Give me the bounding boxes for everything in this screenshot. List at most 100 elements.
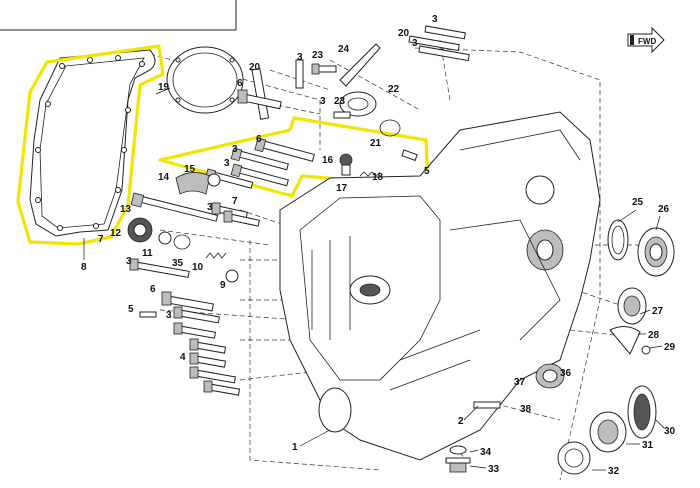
callout-3: 3	[320, 96, 326, 107]
callout-26: 26	[658, 204, 670, 215]
seal-25	[607, 219, 629, 261]
callout-23: 23	[334, 96, 346, 107]
spring-10	[205, 252, 227, 259]
fwd-arrow-icon: FWD	[627, 26, 665, 54]
callout-labels: 1 2 3 3 3 3 3 3 3 3 3 4 5 5 6 6 6 7 7 8 …	[81, 14, 676, 477]
callout-33: 33	[488, 464, 500, 475]
bolt-6-mid	[161, 291, 214, 312]
bracket-28	[609, 326, 641, 355]
bolt-3-row4	[173, 322, 217, 339]
callout-17: 17	[336, 183, 348, 194]
bolts-group	[204, 137, 418, 189]
callout-3: 3	[166, 310, 172, 321]
seal-part-12	[127, 217, 191, 250]
bearing-27	[617, 287, 647, 325]
callout-3: 3	[232, 144, 238, 155]
pin-5-upper	[401, 149, 418, 162]
callout-32: 32	[608, 466, 620, 477]
crankcase-part-1	[279, 111, 601, 461]
callout-3: 3	[126, 256, 132, 267]
lever-24	[339, 43, 381, 87]
bolt-7-row	[223, 210, 260, 227]
callout-29: 29	[664, 342, 676, 353]
fwd-label: FWD	[638, 37, 656, 46]
callout-9: 9	[220, 280, 226, 291]
callout-27: 27	[652, 306, 664, 317]
callout-20: 20	[398, 28, 410, 39]
ring-9	[225, 269, 239, 283]
callout-25: 25	[632, 197, 644, 208]
bolt-3-right	[424, 25, 466, 40]
callout-10: 10	[192, 262, 204, 273]
callout-13: 13	[120, 204, 132, 215]
callout-5: 5	[128, 304, 134, 315]
callout-3: 3	[432, 14, 438, 25]
callout-6: 6	[256, 134, 262, 145]
bolt-3-top	[295, 59, 304, 89]
spring-18	[359, 171, 381, 177]
bolt-20-left	[251, 68, 270, 120]
drain-plug-33	[445, 457, 471, 473]
right-bearings	[445, 219, 675, 475]
pin-2	[473, 401, 501, 409]
callout-5: 5	[424, 166, 430, 177]
title-frame	[0, 0, 237, 31]
callout-2: 2	[458, 416, 464, 427]
callout-30: 30	[664, 426, 676, 437]
bolt-29	[641, 345, 651, 355]
washer-34	[449, 445, 467, 455]
top-bolts	[237, 25, 470, 137]
bolt-3-upper-b	[230, 163, 289, 187]
callout-11: 11	[142, 248, 153, 259]
seal-32	[557, 441, 591, 475]
bolts-20-right	[408, 35, 470, 62]
callout-3: 3	[412, 38, 418, 49]
callout-34: 34	[480, 447, 492, 458]
bolt-3-upper-a	[230, 147, 289, 171]
bearing-36	[535, 363, 565, 389]
callout-35: 35	[172, 258, 184, 269]
callout-20: 20	[249, 62, 261, 73]
callout-36: 36	[560, 368, 572, 379]
leader-lines	[83, 87, 665, 471]
bearing-30	[627, 385, 657, 439]
bolt-3-row5	[189, 338, 227, 354]
bearing-31	[589, 411, 627, 453]
bolt-4-row	[189, 352, 227, 368]
callout-3: 3	[207, 202, 213, 213]
highlight-gasket	[16, 44, 165, 246]
bolt-3-row2	[129, 258, 190, 278]
bolt-3-row3	[173, 306, 220, 324]
callout-3: 3	[224, 158, 230, 169]
callout-19: 19	[158, 82, 170, 93]
bolt-6-upper	[254, 137, 315, 162]
cover-gasket-part-19	[166, 46, 244, 114]
callout-28: 28	[648, 330, 660, 341]
callout-15: 15	[184, 164, 196, 175]
callout-6: 6	[150, 284, 156, 295]
callout-37: 37	[514, 377, 526, 388]
stud-part-13	[130, 192, 219, 222]
callout-14: 14	[158, 172, 170, 183]
left-bolt-column	[129, 202, 260, 396]
callout-38: 38	[520, 404, 532, 415]
callout-3: 3	[297, 52, 303, 63]
callout-18: 18	[372, 172, 384, 183]
bolt-23-top	[311, 63, 337, 75]
plug-16	[339, 153, 353, 176]
callout-7: 7	[98, 234, 104, 245]
callout-6: 6	[237, 78, 243, 89]
bolt-3-row7	[203, 380, 241, 396]
pin-5-mid	[139, 311, 157, 318]
housing-22	[339, 91, 377, 117]
callout-1: 1	[292, 442, 298, 453]
gasket-part-8	[16, 44, 165, 246]
oring-21	[379, 119, 401, 137]
callout-21: 21	[370, 138, 382, 149]
callout-16: 16	[322, 155, 334, 166]
callout-23: 23	[312, 50, 324, 61]
callout-31: 31	[642, 440, 654, 451]
callout-12: 12	[110, 228, 122, 239]
callout-7: 7	[232, 196, 238, 207]
bolt-3-row6	[189, 366, 236, 384]
